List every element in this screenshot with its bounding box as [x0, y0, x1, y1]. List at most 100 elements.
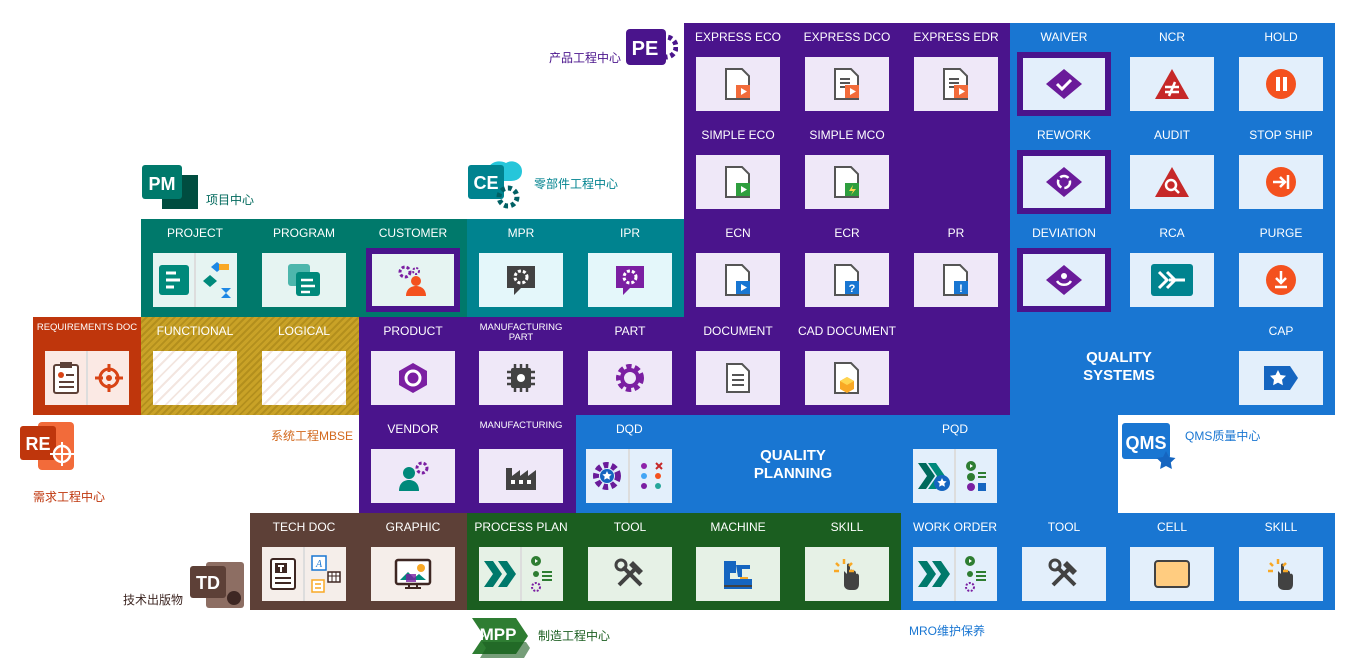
pm-center-label[interactable]: 项目中心	[206, 193, 255, 207]
tile-ecn[interactable]: ECN	[684, 219, 792, 317]
tile-ipr[interactable]: IPR	[576, 219, 684, 317]
tile-pqd[interactable]: PQD	[901, 415, 1009, 513]
tile-project[interactable]: PROJECT	[141, 219, 249, 317]
svg-text:PE: PE	[632, 38, 659, 60]
mpp-center-label[interactable]: 制造工程中心	[538, 629, 611, 643]
tile-requirements-doc[interactable]: REQUIREMENTS DOC	[33, 317, 141, 415]
pe-badge-icon: PE	[624, 25, 678, 71]
process-list-icon	[956, 449, 997, 503]
chip-gear-icon	[479, 351, 563, 405]
tile-label: RCA	[1159, 226, 1185, 240]
process-plan-icon-group	[479, 547, 563, 601]
star-tag-icon	[1239, 351, 1323, 405]
tile-cap[interactable]: CAP	[1227, 317, 1335, 415]
pe-center-label[interactable]: 产品工程中心	[549, 51, 622, 65]
double-chevron-icon	[479, 547, 522, 601]
svg-text:PM: PM	[149, 174, 176, 194]
doc-blue-play-icon	[696, 253, 780, 307]
tile-label: WORK ORDER	[913, 520, 997, 534]
tile-label: ECN	[725, 226, 751, 240]
tile-label: MPR	[507, 226, 535, 240]
tile-part[interactable]: PART	[576, 317, 684, 415]
tile-mro-tool[interactable]: TOOL	[1010, 513, 1118, 611]
pm-badge-icon: PM	[142, 163, 200, 211]
tile-pr[interactable]: PR !	[902, 219, 1010, 317]
rca-arrows-icon	[1130, 253, 1214, 307]
gear-icon	[588, 351, 672, 405]
tile-stop-ship[interactable]: STOP SHIP	[1227, 121, 1335, 219]
tile-label: PROCESS PLAN	[474, 520, 568, 534]
tile-label: IPR	[619, 226, 640, 240]
tile-rework[interactable]: REWORK	[1010, 121, 1118, 219]
tile-customer[interactable]: CUSTOMER	[359, 219, 467, 317]
checklist-dots-icon	[630, 449, 672, 503]
tile-tool[interactable]: TOOL	[576, 513, 684, 611]
svg-text:!: !	[959, 283, 963, 295]
tile-purge[interactable]: PURGE	[1227, 219, 1335, 317]
ce-center-label[interactable]: 零部件工程中心	[534, 177, 619, 191]
diamond-cycle-icon	[1017, 150, 1111, 214]
tile-deviation[interactable]: DEVIATION	[1010, 219, 1118, 317]
tile-label: DQD	[616, 422, 643, 436]
td-center-label[interactable]: 技术出版物	[123, 593, 184, 607]
diamond-check-icon	[1017, 52, 1111, 116]
program-boards-icon	[262, 253, 346, 307]
tile-manufacturing-part[interactable]: MANUFACTURING PART	[467, 317, 575, 415]
tile-dqd[interactable]: DQD	[576, 415, 684, 513]
tile-product[interactable]: PRODUCT	[359, 317, 467, 415]
qms-center-label[interactable]: QMS质量中心	[1185, 429, 1261, 443]
tile-vendor[interactable]: VENDOR	[359, 415, 467, 513]
td-badge-icon: TD	[190, 560, 246, 610]
dqd-icon-group	[586, 449, 672, 503]
quality-systems-title: QUALITY SYSTEMS	[1083, 349, 1155, 384]
tile-functional[interactable]: FUNCTIONAL	[141, 317, 249, 415]
customer-person-gear-icon	[366, 248, 460, 312]
quality-planning-title: QUALITY PLANNING	[753, 447, 833, 482]
tile-audit[interactable]: AUDIT	[1118, 121, 1226, 219]
tile-document[interactable]: DOCUMENT	[684, 317, 792, 415]
tile-waiver[interactable]: WAIVER	[1010, 23, 1118, 121]
tile-simple-mco[interactable]: SIMPLE MCO	[793, 121, 901, 219]
tile-skill[interactable]: SKILL	[793, 513, 901, 611]
tile-label: MANUFACTURING	[479, 420, 563, 431]
tile-hold[interactable]: HOLD	[1227, 23, 1335, 121]
tile-label: STOP SHIP	[1249, 128, 1313, 142]
tile-rca[interactable]: RCA	[1118, 219, 1226, 317]
tile-mro-skill[interactable]: SKILL	[1227, 513, 1335, 611]
tile-tech-doc[interactable]: TECH DOC A	[250, 513, 358, 611]
chat-chip-icon	[479, 253, 563, 307]
tile-process-plan[interactable]: PROCESS PLAN	[467, 513, 575, 611]
project-board-icon	[153, 253, 196, 307]
tile-label: CAD DOCUMENT	[798, 324, 896, 338]
tile-simple-eco[interactable]: SIMPLE ECO	[684, 121, 792, 219]
tile-manufacturing[interactable]: MANUFACTURING	[467, 415, 575, 513]
tile-ncr[interactable]: NCR	[1118, 23, 1226, 121]
hammer-wrench-icon	[588, 547, 672, 601]
tile-machine[interactable]: MACHINE	[684, 513, 792, 611]
tile-express-dco[interactable]: EXPRESS DCO	[793, 23, 901, 121]
tile-mpr[interactable]: MPR	[467, 219, 575, 317]
mbse-center-label[interactable]: 系统工程MBSE	[271, 429, 354, 443]
mro-center-label[interactable]: MRO维护保养	[909, 624, 985, 638]
tile-label: PROGRAM	[272, 226, 335, 240]
tile-label: WAIVER	[1040, 30, 1088, 44]
tile-ecr[interactable]: ECR ?	[793, 219, 901, 317]
re-center-label[interactable]: 需求工程中心	[33, 490, 106, 504]
tile-cell[interactable]: CELL	[1118, 513, 1226, 611]
chat-gear-icon	[588, 253, 672, 307]
doc-green-play-icon	[696, 155, 780, 209]
tile-express-eco[interactable]: EXPRESS ECO	[684, 23, 792, 121]
tech-doc-icon-group: A	[262, 547, 346, 601]
svg-text:RE: RE	[25, 434, 50, 454]
tile-graphic[interactable]: GRAPHIC	[359, 513, 467, 611]
tile-label: DOCUMENT	[703, 324, 773, 338]
tile-program[interactable]: PROGRAM	[250, 219, 358, 317]
svg-text:?: ?	[849, 283, 856, 295]
tile-label: CAP	[1268, 324, 1294, 338]
tile-cad-document[interactable]: CAD DOCUMENT	[793, 317, 901, 415]
tile-work-order[interactable]: WORK ORDER	[901, 513, 1009, 611]
tile-express-edr[interactable]: EXPRESS EDR	[902, 23, 1010, 121]
tile-label: CELL	[1156, 520, 1188, 534]
diamond-smile-icon	[1017, 248, 1111, 312]
tile-logical[interactable]: LOGICAL	[250, 317, 358, 415]
